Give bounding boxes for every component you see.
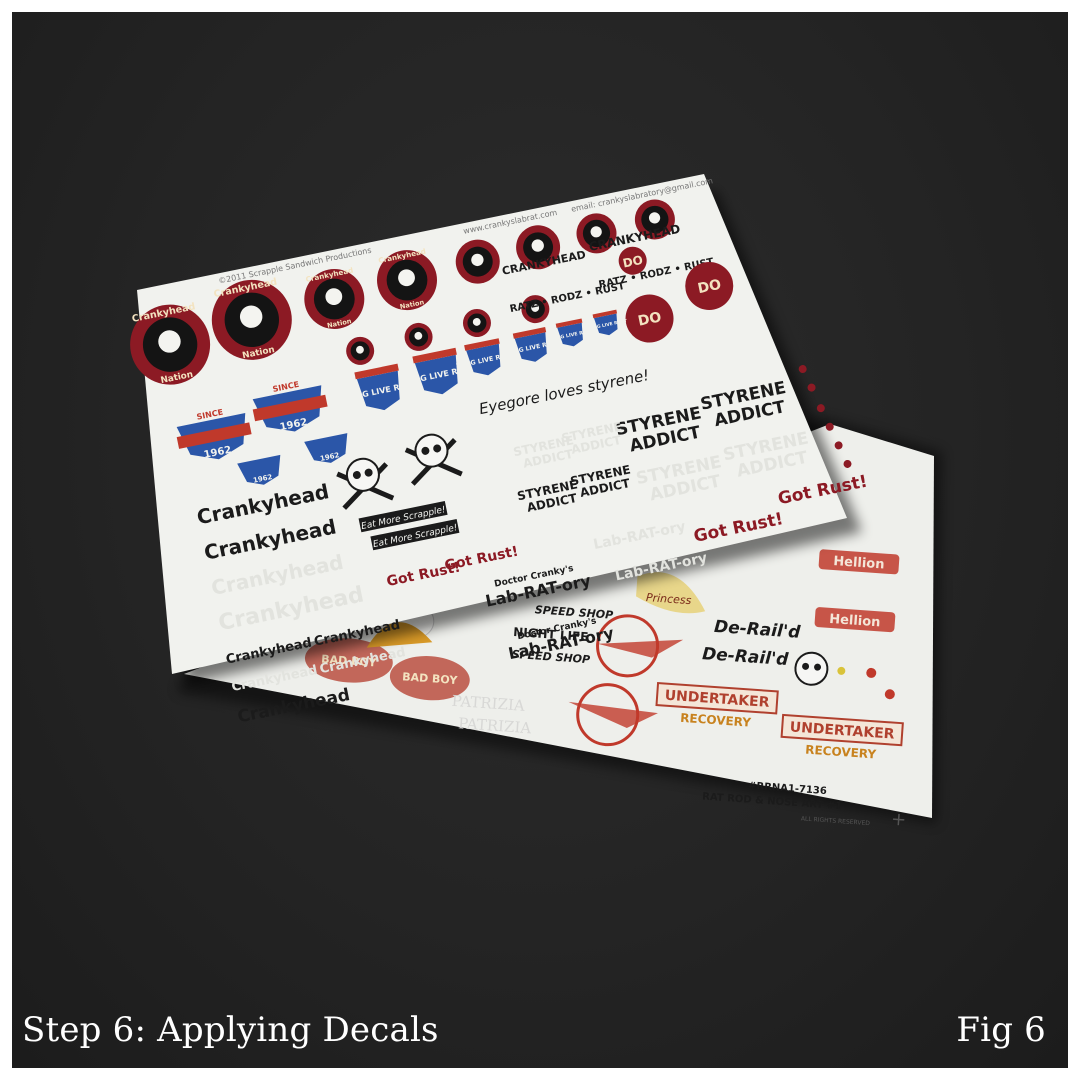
since-1962-logo: 1962 (237, 454, 281, 485)
svg-text:UNDERTAKER: UNDERTAKER (664, 688, 770, 711)
svg-text:1962: 1962 (279, 417, 309, 433)
svg-text:1962: 1962 (252, 473, 273, 485)
figure-label: Fig 6 (956, 1010, 1046, 1050)
long-live-rust-shield: LONG LIVE RUST (343, 363, 418, 413)
svg-text:DO: DO (622, 253, 645, 271)
speed-shop-text: SPEED SHOP (534, 603, 613, 621)
princess-pinup (636, 572, 706, 614)
speed-shop-text: SPEED SHOP (511, 648, 590, 666)
red-dot-decal (834, 441, 843, 450)
svg-text:BAD BOY: BAD BOY (321, 653, 378, 670)
crankyhead-badge (634, 199, 675, 240)
long-live-rust-shield: LONG LIVE RUST (549, 318, 595, 348)
hellion-logo: Hellion (814, 607, 896, 633)
red-dot-column (798, 364, 852, 468)
crankyhead-badge (346, 336, 375, 365)
do-badge: DO (618, 246, 647, 275)
do-badge: DO (685, 261, 734, 310)
red-dot-decal (816, 404, 825, 413)
svg-text:RECOVERY: RECOVERY (805, 743, 877, 762)
front-decal-sheet: ©2011 Scrapple Sandwich Productions www.… (130, 174, 869, 727)
svg-text:1962: 1962 (319, 451, 340, 463)
svg-text:Princess: Princess (646, 591, 693, 607)
catalog-number: #RRNA1-7136 (748, 781, 827, 797)
small-dot-decal (837, 666, 846, 675)
night-life-text: NIGHT LIFE (513, 625, 589, 644)
crankyhead-badge (516, 225, 561, 270)
crankyhead-badge (462, 309, 491, 338)
long-live-rust-shield: LONG LIVE RUST (401, 347, 476, 397)
small-dot-decal (884, 689, 895, 700)
crankyhead-badge (455, 239, 500, 284)
do-badge: DO (625, 294, 674, 343)
red-dot-decal (825, 422, 834, 431)
since-1962-logo: 1962 (304, 433, 348, 463)
svg-text:DO: DO (637, 309, 663, 329)
undertaker-logo: UNDERTAKER RECOVERY (655, 682, 779, 730)
svg-text:Hellion: Hellion (833, 554, 885, 573)
long-live-rust-shield: LONG LIVE RUST (455, 338, 516, 378)
svg-text:1962: 1962 (203, 445, 233, 461)
svg-text:BAD BOY: BAD BOY (402, 670, 459, 687)
bad-boy-logo: BAD BOY (389, 656, 470, 701)
crankyhead-badge (576, 213, 617, 254)
hellion-logo: Hellion (818, 549, 900, 575)
svg-text:UNDERTAKER: UNDERTAKER (789, 719, 895, 742)
skull-crossbones-icon (336, 457, 395, 510)
since-1962-logo: SINCE 1962 (176, 408, 252, 461)
decal-scene: BAD BOY BAD BOY PATRIZIA PATRIZIA Prince… (130, 174, 942, 831)
rights-text: ALL RIGHTS RESERVED (801, 815, 871, 827)
skull-icon (794, 651, 829, 686)
red-dot-decal (807, 383, 816, 392)
red-dot-decal (798, 364, 807, 373)
svg-text:RECOVERY: RECOVERY (680, 711, 752, 730)
crankyhead-badge-row: CrankyheadNationCrankyheadNationCrankyhe… (130, 199, 675, 386)
long-live-rust-shield: LONG LIVE RUST (505, 327, 561, 364)
crankyhead-badge (521, 295, 550, 324)
undertaker-logo: UNDERTAKER RECOVERY (780, 713, 904, 762)
svg-text:DO: DO (696, 277, 722, 297)
step-caption: Step 6: Applying Decals (22, 1010, 439, 1050)
svg-text:Hellion: Hellion (829, 612, 881, 631)
decal-sheets-photo: BAD BOY BAD BOY PATRIZIA PATRIZIA Prince… (12, 12, 1068, 1068)
crosshair-mark: + (890, 809, 907, 831)
winged-helmet-logo (596, 614, 684, 678)
small-dot-decal (866, 667, 877, 678)
skull-crossbones-icon (404, 433, 463, 486)
winged-helmet-logo (568, 683, 658, 747)
since-1962-logo: SINCE 1962 (252, 380, 328, 433)
patrizia-text: PATRIZIA (458, 714, 532, 737)
red-dot-decal (843, 459, 852, 468)
patrizia-text: PATRIZIA (451, 692, 525, 715)
long-live-rust-shield: LONG LIVE RUST (587, 309, 628, 337)
crankyhead-badge (404, 322, 433, 351)
